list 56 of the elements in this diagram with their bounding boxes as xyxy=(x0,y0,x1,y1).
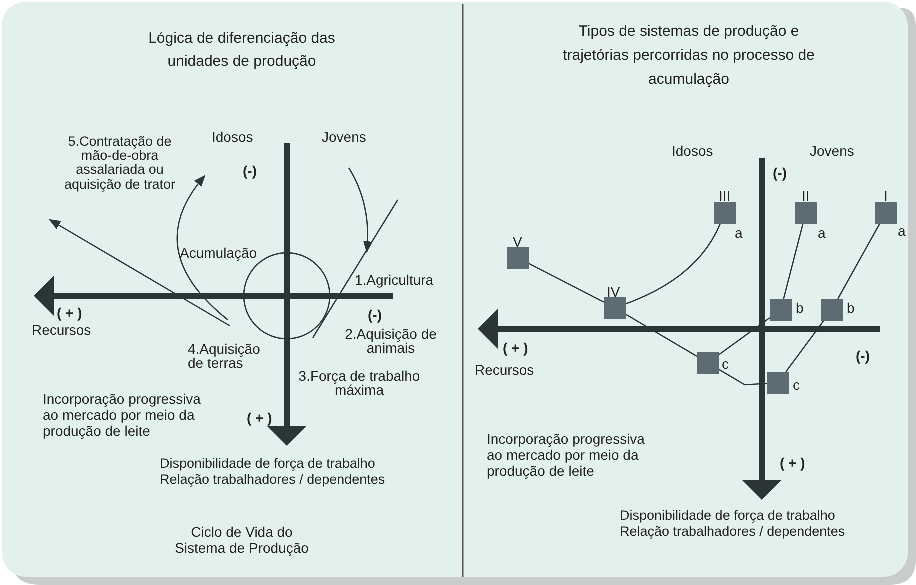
sign-label: (-) xyxy=(243,163,257,180)
axis-label: 5.Contratação de mão-de-obra assalariada ou aquisição de trator xyxy=(63,135,177,192)
trajectory-square xyxy=(697,352,719,374)
axis-label: Incorporação progressiva ao mercado por meio da produção de leite xyxy=(487,431,646,480)
trajectory-square xyxy=(507,247,529,269)
axis-label: Acumulação xyxy=(180,245,258,262)
trajectory-line xyxy=(626,314,698,358)
axis-label: 4.Aquisição de terras xyxy=(188,342,262,370)
axis-label: Idosos xyxy=(672,143,714,160)
panel-heading: Tipos de sistemas de produção e trajetórias percorridas no processo de acumulação xyxy=(562,22,816,90)
axis-label: Disponibilidade de força de trabalho Relação trabalhadores / dependentes xyxy=(620,508,846,540)
panel-heading: Lógica de diferenciação das unidades de produção xyxy=(148,29,336,72)
trajectory-square xyxy=(821,299,843,321)
axis-label: Recursos xyxy=(475,362,534,378)
trajectory-line xyxy=(718,317,770,356)
trajectory-label: I xyxy=(884,189,888,203)
trajectory-square xyxy=(767,372,789,394)
sign-label: (-) xyxy=(856,348,870,364)
trajectory-label: V xyxy=(513,235,522,249)
sign-label: ( + ) xyxy=(247,410,272,426)
trajectory-square xyxy=(795,202,817,224)
trajectory-line xyxy=(838,224,880,300)
axis-label: Incorporação progressiva ao mercado por meio da produção de leite xyxy=(43,391,202,440)
trajectory-line xyxy=(783,224,804,300)
trajectory-square xyxy=(770,299,792,321)
axis-label: 3.Força de trabalho máxima xyxy=(298,369,422,397)
trajectory-label: III xyxy=(719,189,731,203)
axis-label: Jovens xyxy=(810,143,854,160)
trajectory-line xyxy=(786,320,824,372)
sign-label: (-) xyxy=(368,307,382,324)
axis-label: Idosos xyxy=(212,129,254,146)
axis-label: 1.Agricultura xyxy=(355,272,434,288)
trajectory-label: a xyxy=(818,226,826,240)
trajectory-line xyxy=(718,368,768,386)
sign-label: ( + ) xyxy=(780,455,806,472)
axis-label: Recursos xyxy=(32,322,92,338)
trajectory-label: IV xyxy=(607,285,620,299)
trajectory-label: a xyxy=(735,226,743,240)
trajectory-label: c xyxy=(722,357,729,371)
sign-label: ( + ) xyxy=(57,305,82,322)
trajectory-label: II xyxy=(802,189,810,203)
sign-label: ( + ) xyxy=(503,340,528,356)
trajectory-square xyxy=(714,202,736,224)
trajectory-label: c xyxy=(793,378,800,392)
trajectory-line xyxy=(626,224,722,305)
trajectory-square xyxy=(604,297,626,319)
axis-label: Ciclo de Vida do Sistema de Produção xyxy=(174,524,310,556)
trajectory-label: a xyxy=(898,224,906,238)
trajectory-label: b xyxy=(796,301,804,315)
axis-label: 2.Aquisição de animais xyxy=(344,327,438,355)
trajectory-square xyxy=(875,202,897,224)
sign-label: (-) xyxy=(773,165,787,182)
trajectory-line xyxy=(528,263,604,303)
trajectory-label: b xyxy=(847,301,855,315)
axis-label: Disponibilidade de força de trabalho Relação trabalhadores / dependentes xyxy=(160,456,386,488)
axis-label: Jovens xyxy=(322,129,366,146)
